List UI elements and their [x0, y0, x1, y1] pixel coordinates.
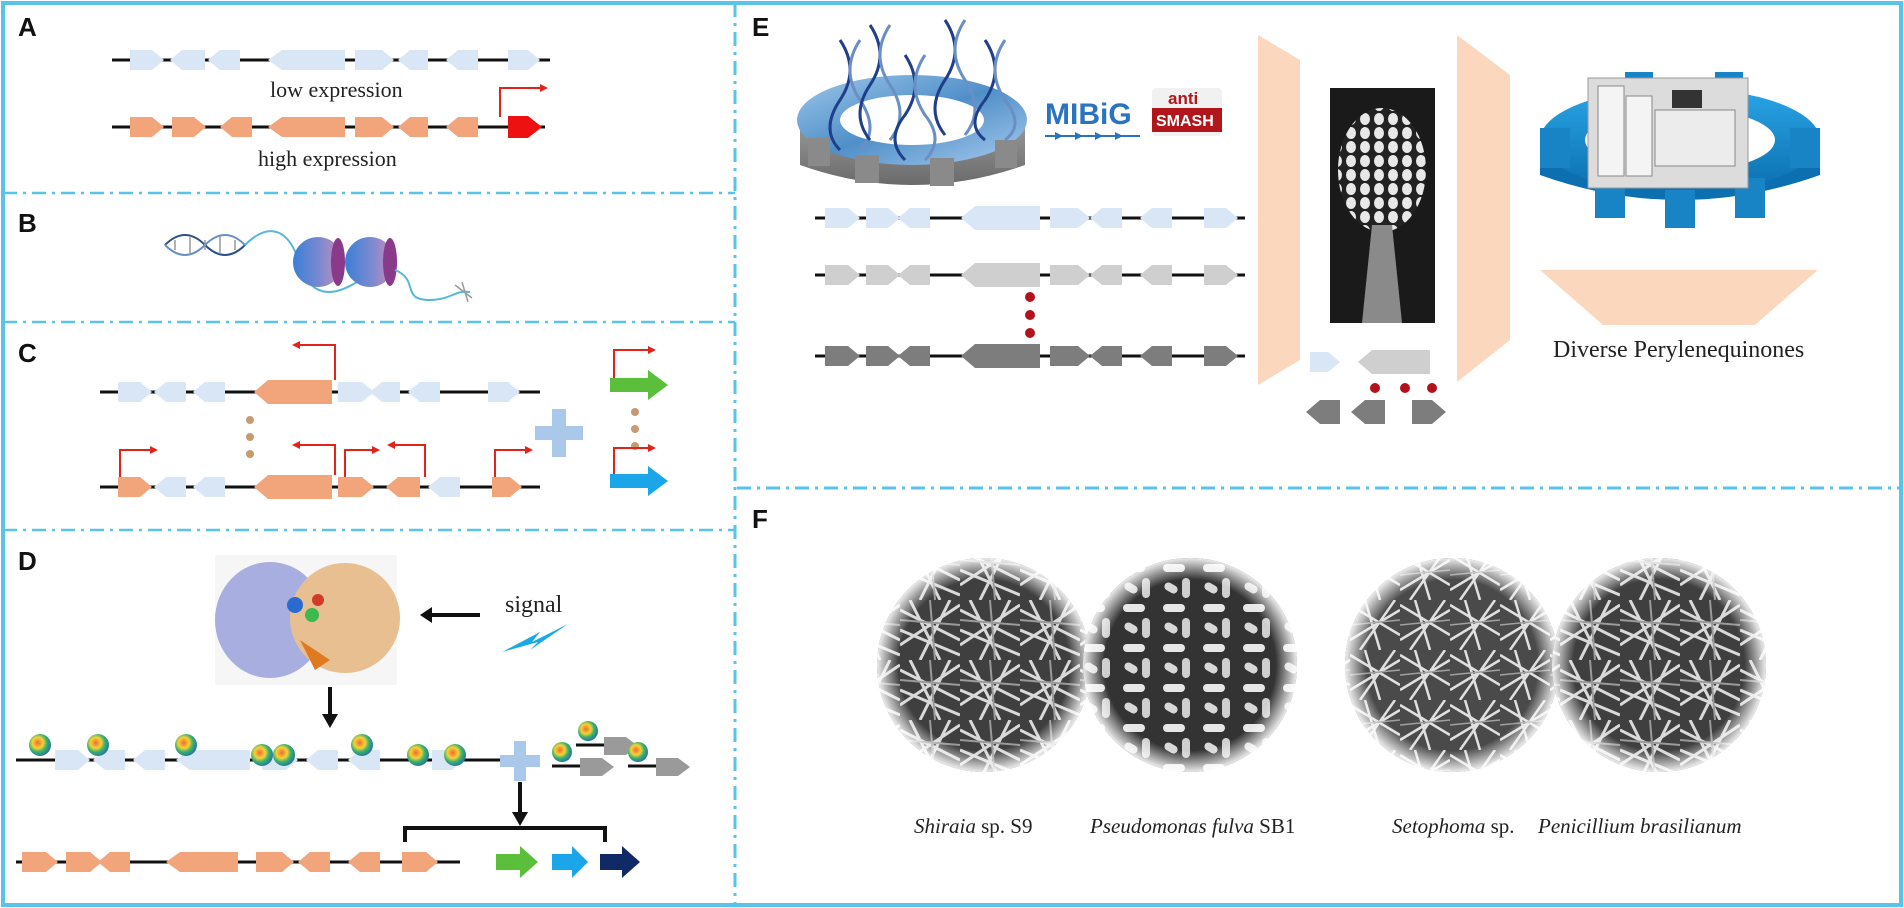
panel-b: [164, 230, 473, 303]
panel-label-f: F: [752, 504, 768, 534]
funnel-bottom: [1540, 270, 1818, 325]
cassette-navy-d: [600, 846, 640, 878]
panel-c: [100, 341, 668, 499]
funnel-right: [1457, 35, 1510, 382]
panel-a: low expression high expression: [112, 50, 550, 171]
down-arrow-d2: [512, 782, 528, 826]
product-label: Diverse Perylenequinones: [1553, 337, 1804, 363]
dots-c: [246, 416, 254, 458]
signal-arrow: [420, 607, 480, 623]
organism-label-penicillium: Penicillium brasilianum: [1537, 814, 1742, 838]
hplc-instrument-image: [1587, 77, 1749, 189]
sem-setophoma-image: [1345, 558, 1559, 772]
panel-f: Shiraia sp. S9 Pseudomonas fulva SB1 Set…: [877, 558, 1766, 838]
promoter-arrow: [499, 87, 540, 117]
modification-balls: [29, 734, 466, 766]
dots-e: [1025, 292, 1035, 338]
cassette-green-d: [496, 846, 538, 878]
svg-text:MIBiG: MIBiG: [1045, 98, 1132, 131]
cassette-green: [610, 346, 668, 400]
gene-cluster-c1: [100, 341, 540, 404]
plus-icon-d: [500, 741, 540, 781]
svg-text:anti: anti: [1168, 89, 1198, 108]
low-expression-label: low expression: [270, 77, 403, 102]
gene-cluster-e3: [815, 344, 1245, 368]
nucleosome-icon: [293, 237, 397, 287]
organism-label-setophoma: Setophoma sp.: [1392, 814, 1515, 838]
sem-penicillium-image: [1552, 558, 1766, 772]
gene-cluster-d2: [16, 852, 460, 872]
panel-label-a: A: [18, 12, 37, 42]
lightning-icon: [502, 624, 568, 652]
dna-strands-icon: [828, 19, 1017, 162]
dna-helix-icon: [164, 234, 246, 256]
gene-cluster-low: [112, 50, 550, 70]
funnel-left: [1258, 35, 1300, 385]
gene-arrows-e-small: [1306, 350, 1446, 424]
gene-cluster-high: [112, 84, 548, 138]
plus-icon: [535, 409, 583, 457]
grey-cassettes: [552, 721, 690, 776]
cassette-blue-d: [552, 846, 588, 878]
organism-label-shiraia: Shiraia sp. S9: [914, 814, 1032, 838]
protein-complex-image: [215, 555, 400, 685]
cassette-blue: [610, 444, 668, 496]
sem-pseudomonas-image: [1083, 558, 1297, 772]
svg-text:SMASH: SMASH: [1156, 113, 1214, 130]
sem-shiraia-image: [877, 558, 1091, 772]
strong-promoter-gene: [508, 116, 542, 138]
dots-c-right: [631, 408, 639, 450]
signal-label: signal: [505, 592, 563, 618]
panel-e: MIBiG anti SMASH: [797, 19, 1820, 424]
mibig-logo: MIBiG: [1045, 98, 1140, 140]
organism-label-pseudomonas: Pseudomonas fulva SB1: [1089, 814, 1295, 838]
gene-cluster-c2: [100, 441, 540, 499]
panel-label-e: E: [752, 12, 769, 42]
down-arrow-d1: [322, 687, 338, 728]
sem-conidiophore-image: [1330, 88, 1435, 323]
high-expression-label: high expression: [258, 146, 397, 171]
panel-d: signal: [16, 555, 690, 878]
panel-label-c: C: [18, 338, 37, 368]
antismash-logo: anti SMASH: [1152, 88, 1222, 136]
panel-label-d: D: [18, 546, 37, 576]
genome-gear-icon: [797, 75, 1027, 186]
gene-cluster-e2: [815, 263, 1245, 287]
gene-cluster-e1: [815, 206, 1245, 230]
bracket-d: [403, 826, 607, 842]
panel-label-b: B: [18, 208, 37, 238]
